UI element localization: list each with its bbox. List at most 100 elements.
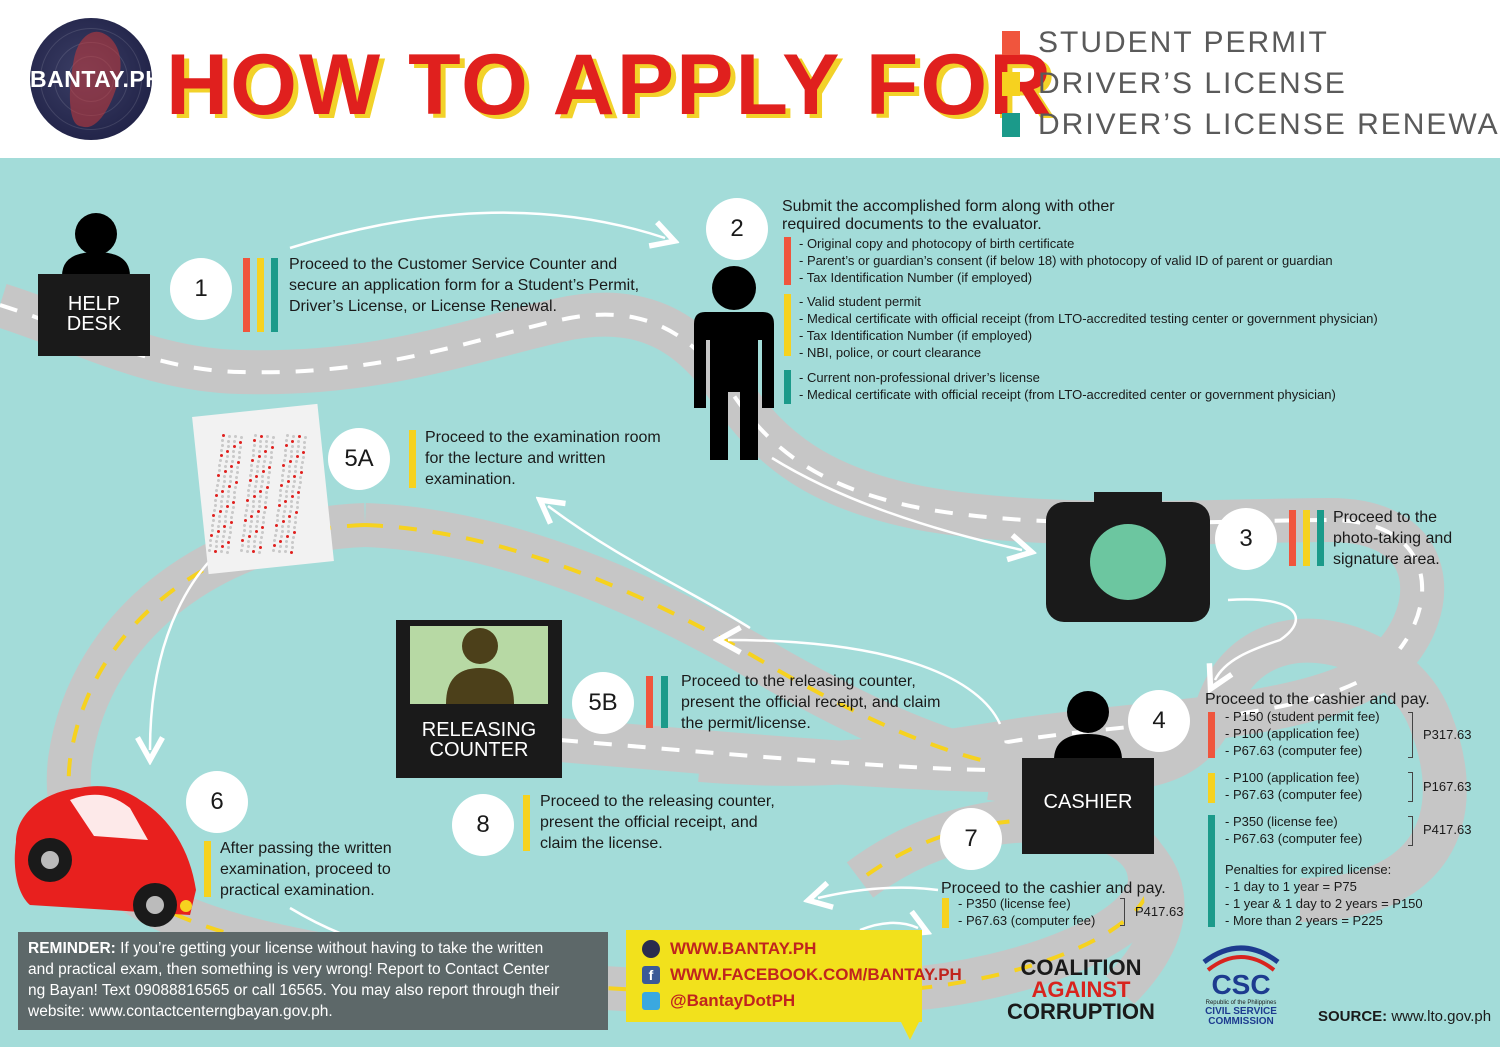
answer-bubble <box>263 460 266 464</box>
answer-bubble <box>218 514 222 518</box>
answer-bubble <box>243 519 247 522</box>
fee-brace <box>1408 712 1413 758</box>
arrow-4-to-5b <box>728 640 1002 725</box>
step-4-renewal-total: P417.63 <box>1423 822 1472 837</box>
fee-item: - P67.63 (computer fee) <box>1225 787 1363 802</box>
answer-bubble <box>292 485 295 489</box>
answer-bubble <box>258 449 262 453</box>
answer-bubble <box>252 444 256 447</box>
text-line: Driver’s License, or License Renewal. <box>289 298 557 315</box>
answer-bubble <box>252 499 256 503</box>
fee-item: - P67.63 (computer fee) <box>1225 831 1363 846</box>
answer-bubble <box>251 509 254 513</box>
help-desk-label: HELP DESK <box>38 294 150 334</box>
social-box-tail <box>900 1020 920 1040</box>
answer-bubble <box>292 530 296 534</box>
answer-bubble <box>252 550 256 554</box>
answer-bubble <box>272 544 276 547</box>
social-links-box: WWW.BANTAY.PH f WWW.FACEBOOK.COM/BANTAY.… <box>626 930 962 1022</box>
answer-bubble <box>269 455 273 459</box>
answer-bubble <box>259 540 263 544</box>
answer-bubble <box>287 469 291 473</box>
csc-logo: CSC Republic of the Philippines CIVIL SE… <box>1202 945 1280 1026</box>
answer-bubble <box>264 450 268 454</box>
fee-item: - P350 (license fee) <box>1225 814 1338 829</box>
answer-bubble <box>214 499 218 502</box>
answer-bubble <box>267 475 271 479</box>
answer-bubble <box>258 545 262 549</box>
answer-bubble <box>251 454 255 457</box>
answer-bubble <box>260 485 263 489</box>
answer-bubble <box>222 535 225 539</box>
answer-bubble <box>295 460 298 464</box>
answer-bubble <box>211 524 215 527</box>
answer-bubble <box>228 485 231 489</box>
answer-bubble <box>223 469 227 473</box>
answer-bubble <box>259 490 263 494</box>
answer-bubble <box>281 469 285 472</box>
csc-sub: Republic of the Philippines <box>1206 1000 1277 1006</box>
answer-bubble <box>292 480 296 484</box>
step-2-student-list: - Original copy and photocopy of birth c… <box>799 235 1333 286</box>
answer-bubble <box>238 450 242 454</box>
answer-bubble <box>220 494 224 498</box>
text-line: Proceed to the releasing counter, <box>540 793 775 810</box>
answer-bubble <box>242 534 245 537</box>
answer-bubble <box>294 465 298 469</box>
answer-bubble <box>230 515 234 519</box>
answer-bubble <box>289 505 293 509</box>
answer-bubble <box>300 465 304 469</box>
answer-bubble <box>293 520 297 524</box>
answer-bubble <box>221 489 225 493</box>
answer-bubble <box>226 495 230 499</box>
bar-red <box>784 237 791 285</box>
answer-bubble <box>222 479 226 483</box>
answer-bubble <box>281 474 285 477</box>
answer-bubble <box>215 489 219 492</box>
answer-bubble <box>249 524 253 528</box>
answer-bubble <box>210 529 214 532</box>
answer-bubble <box>289 459 292 463</box>
answer-bubble <box>263 505 267 509</box>
fee-item: - P100 (application fee) <box>1225 770 1360 785</box>
answer-bubble <box>278 499 282 502</box>
answer-bubble <box>296 445 300 449</box>
answer-bubble <box>271 440 275 444</box>
list-item: - NBI, police, or court clearance <box>799 345 982 360</box>
answer-bubble <box>221 439 225 442</box>
cac-line: COALITION <box>1020 955 1142 980</box>
answer-bubble <box>284 444 288 447</box>
answer-bubble <box>240 544 244 547</box>
step-7-total: P417.63 <box>1135 904 1184 919</box>
answer-bubble <box>232 500 236 504</box>
step-4-number: 4 <box>1128 690 1190 752</box>
legend-label: DRIVER’S LICENSE <box>1038 67 1347 100</box>
text-line: photo-taking and <box>1333 530 1453 547</box>
answer-bubble <box>247 489 251 492</box>
step-4-student-total: P317.63 <box>1423 727 1472 742</box>
answer-bubble <box>287 474 291 478</box>
reminder-line: ng Bayan! Text 09088816565 or call 16565… <box>28 982 560 999</box>
camera-icon <box>1046 492 1210 622</box>
answer-bubble <box>293 525 297 529</box>
bar-yellow <box>204 841 211 897</box>
answer-bubble <box>286 479 290 483</box>
answer-bubble <box>256 515 260 519</box>
step-7-number: 7 <box>940 808 1002 870</box>
list-item: - Tax Identification Number (if employed… <box>799 270 1033 285</box>
answer-bubble <box>282 464 286 467</box>
answer-bubble <box>270 450 274 454</box>
step-1-text: Proceed to the Customer Service Counter … <box>289 254 639 317</box>
answer-bubble <box>285 489 289 493</box>
bar-yellow <box>257 258 264 332</box>
answer-bubble <box>257 454 261 458</box>
answer-bubble <box>216 479 220 482</box>
answer-bubble <box>230 465 234 469</box>
twitter-text: @BantayDotPH <box>670 991 796 1010</box>
answer-bubble <box>245 504 249 507</box>
bar-red <box>1208 712 1215 758</box>
answer-bubble <box>222 484 225 488</box>
step-7-fees: - P350 (license fee) - P67.63 (computer … <box>958 895 1095 929</box>
answer-bubble <box>281 524 285 528</box>
answer-bubble <box>228 434 231 438</box>
